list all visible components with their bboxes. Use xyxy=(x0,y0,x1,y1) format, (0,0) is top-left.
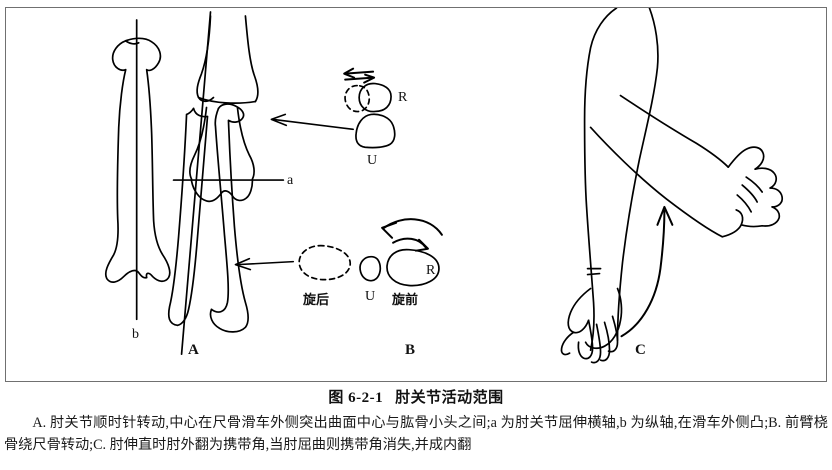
panel-b-upper-cross-section xyxy=(343,67,396,149)
panel-a-distal-humerus-view xyxy=(189,106,255,203)
panel-b-pronation-label: 旋前 xyxy=(392,293,419,308)
panel-a-axis-b-label: b xyxy=(132,327,139,342)
panel-a-axis-a-label: a xyxy=(287,173,294,188)
panel-b-radius-lower-label: R xyxy=(426,263,436,278)
panel-b-radius-upper-label: R xyxy=(398,90,408,105)
caption-block: 图 6-2-1 肘关节活动范围 A. 肘关节顺时针转动,中心在尺骨滑车外侧突出曲面… xyxy=(0,388,832,456)
panel-a-humerus-bone xyxy=(104,37,171,283)
panel-b-ulna-lower-label: U xyxy=(365,289,376,304)
panel-a-letter: A xyxy=(188,342,199,358)
panel-b-lower-cross-section xyxy=(298,218,443,287)
panel-b-rotation-axis-line xyxy=(180,11,212,355)
panel-c-arm-outline xyxy=(560,8,784,364)
illustration-frame: b a R U 旋后 U 旋前 R A B C xyxy=(5,7,827,382)
anatomical-line-art xyxy=(104,8,784,364)
figure-caption-text: A. 肘关节顺时针转动,中心在尺骨滑车外侧突出曲面中心与肱骨小头之间;a 为肘关… xyxy=(4,415,828,453)
panel-b-upper-pointer-arrow xyxy=(270,113,354,131)
figure-title: 图 6-2-1 肘关节活动范围 xyxy=(0,388,832,408)
panel-b-forearm-bones xyxy=(167,15,259,333)
panel-b-lower-pointer-arrow xyxy=(234,257,295,271)
panel-c-motion-arrow xyxy=(620,205,674,338)
figure-title-text: 肘关节活动范围 xyxy=(395,390,504,406)
panel-b-ulna-upper-label: U xyxy=(367,153,378,168)
panel-b-supination-label: 旋后 xyxy=(303,293,330,308)
figure-number: 图 6-2-1 xyxy=(328,390,384,406)
panel-b-letter: B xyxy=(405,342,416,358)
panel-c-letter: C xyxy=(635,342,646,358)
